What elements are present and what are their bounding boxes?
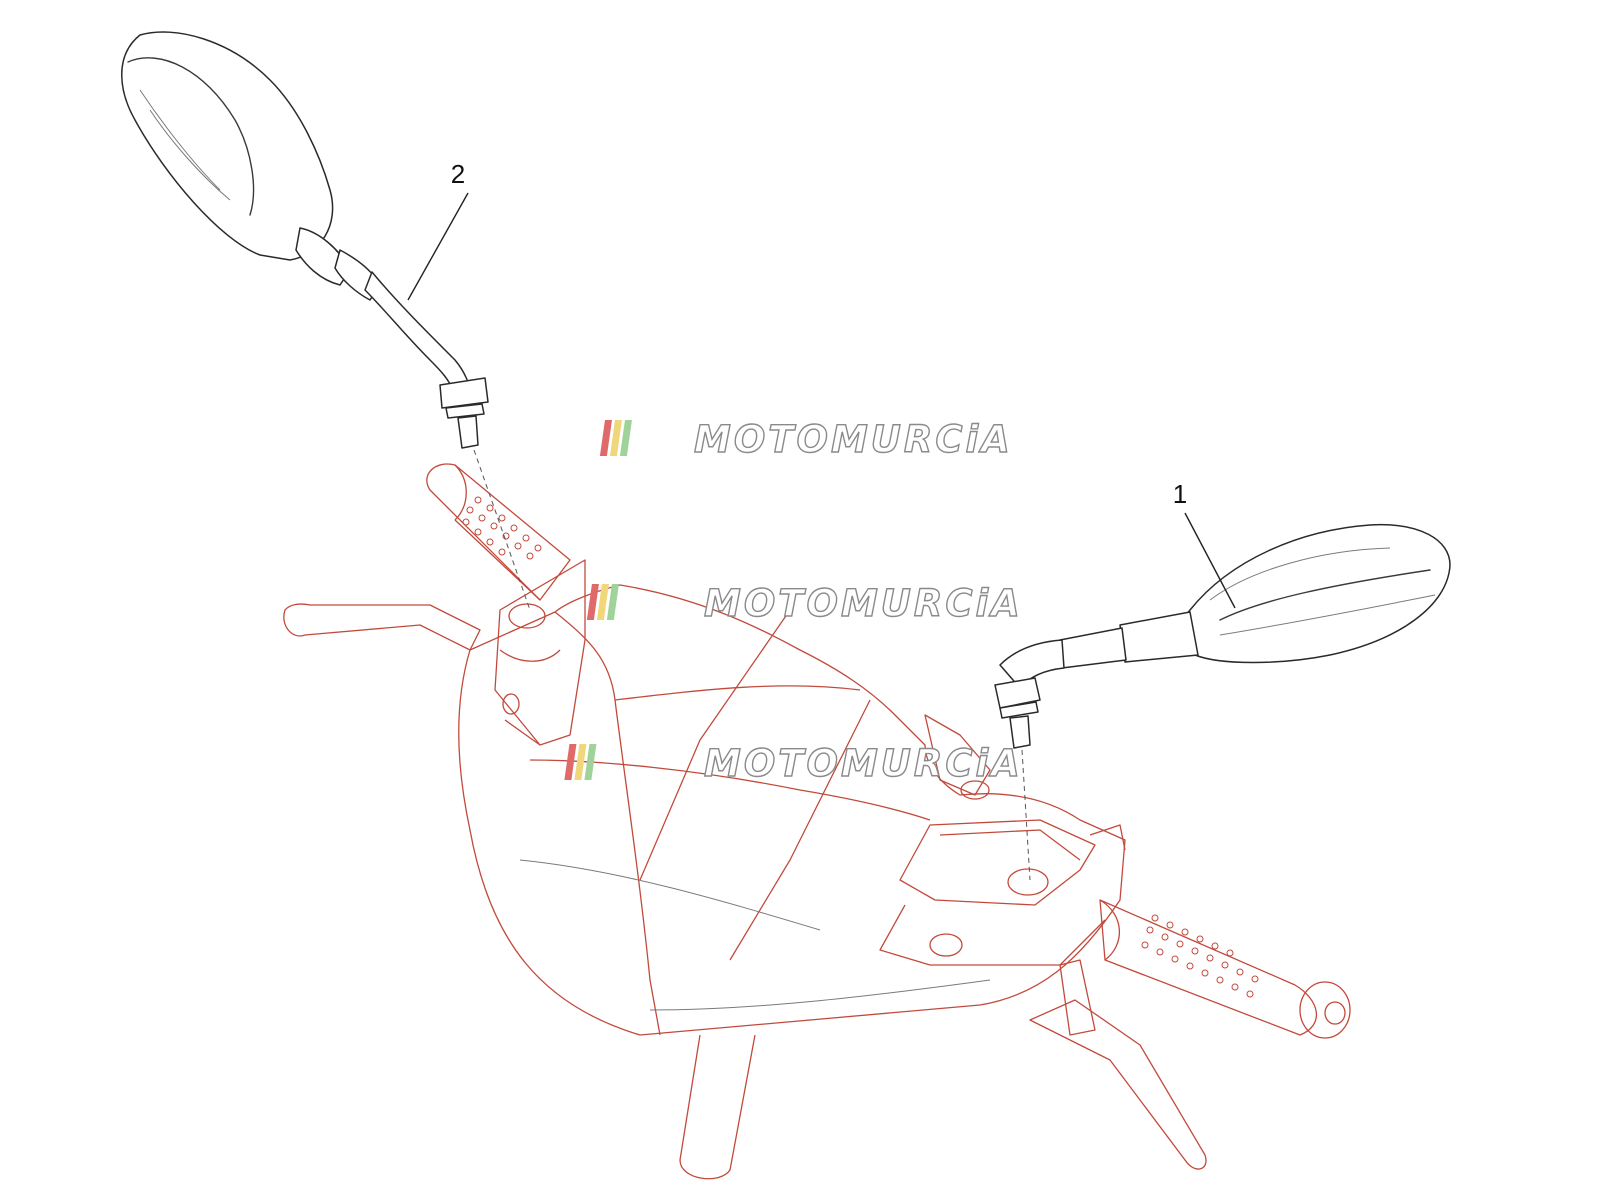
callout-number-1: 1 bbox=[1173, 479, 1187, 509]
callout-number-2: 2 bbox=[451, 159, 465, 189]
left-mirror-mount-line bbox=[473, 449, 531, 611]
right-mirror-mount-line bbox=[1021, 749, 1031, 881]
right-grip-texture bbox=[1141, 914, 1259, 998]
watermark-text: MOTOMURCiA bbox=[694, 418, 1013, 461]
watermark-middle: MOTOMURCiA bbox=[586, 581, 1023, 626]
watermark-text: MOTOMURCiA bbox=[704, 742, 1023, 785]
watermark-text: MOTOMURCiA bbox=[704, 582, 1023, 625]
callout-leader-1 bbox=[1184, 512, 1236, 609]
watermark-bottom: MOTOMURCiA bbox=[564, 741, 1023, 786]
right-mirror bbox=[994, 523, 1451, 749]
handlebar-assembly bbox=[283, 463, 1351, 1180]
left-mirror bbox=[121, 31, 489, 449]
callout-leader-2 bbox=[407, 192, 469, 301]
watermark-top: MOTOMURCiA bbox=[599, 417, 1013, 462]
left-grip-texture bbox=[462, 496, 542, 560]
